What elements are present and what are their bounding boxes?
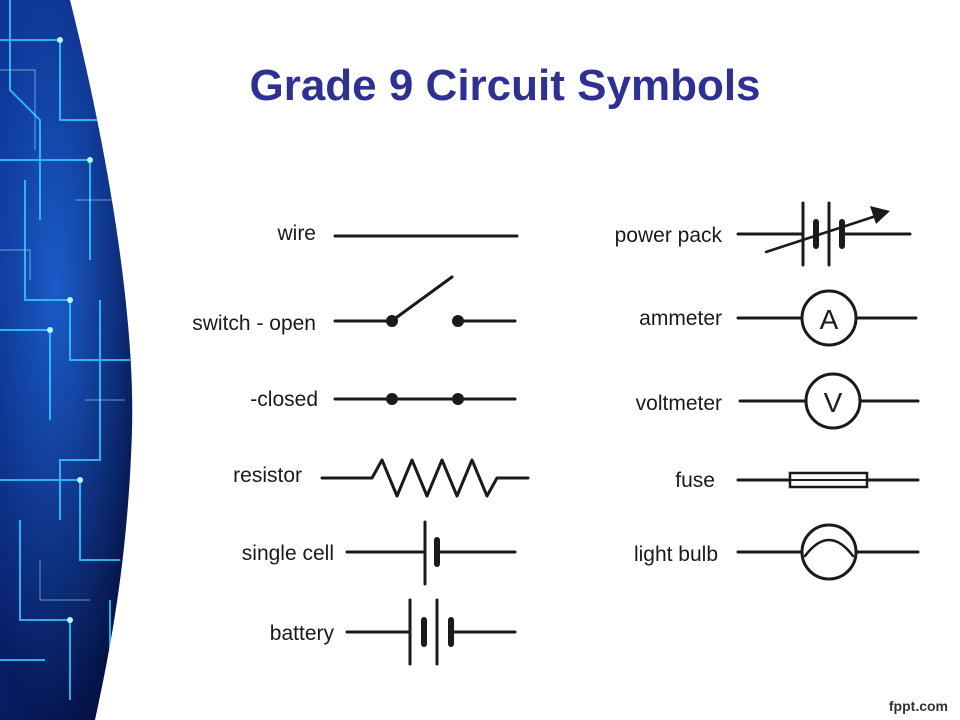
row-wire: wire [276, 222, 519, 245]
label-voltmeter: voltmeter [636, 392, 722, 415]
variable-arrow-head [870, 206, 890, 224]
fuse-symbol [736, 471, 920, 489]
label-single-cell: single cell [242, 542, 334, 565]
label-fuse: fuse [675, 469, 715, 492]
row-single-cell: single cell [242, 520, 517, 586]
ammeter-symbol [736, 289, 918, 347]
voltmeter-letter: V [824, 387, 843, 418]
slide-title: Grade 9 Circuit Symbols [249, 61, 761, 110]
single-cell-symbol [345, 520, 517, 586]
brand-watermark: fppt.com [888, 698, 948, 714]
label-switch-closed: -closed [250, 388, 318, 411]
row-battery: battery [270, 598, 517, 666]
switch-contact-dot [452, 315, 464, 327]
row-power-pack: power pack [615, 201, 912, 267]
label-light-bulb: light bulb [634, 543, 718, 566]
battery-symbol [345, 598, 517, 666]
row-fuse: fuse [675, 469, 920, 492]
switch-contact-dot [386, 393, 398, 405]
switch-open-symbol [333, 275, 517, 323]
label-ammeter: ammeter [639, 307, 722, 330]
light-bulb-symbol [736, 523, 920, 581]
label-wire: wire [276, 222, 316, 245]
ammeter-letter: A [820, 304, 839, 335]
row-ammeter: ammeter A [639, 289, 918, 347]
row-light-bulb: light bulb [634, 523, 920, 581]
label-resistor: resistor [233, 464, 302, 487]
power-pack-symbol [736, 201, 912, 267]
row-resistor: resistor [233, 458, 530, 498]
voltmeter-symbol [738, 372, 920, 430]
label-switch-open: switch - open [192, 312, 316, 335]
switch-contact-dot [452, 393, 464, 405]
switch-contact-dot [386, 315, 398, 327]
label-power-pack: power pack [615, 224, 723, 247]
resistor-symbol [320, 458, 530, 498]
label-battery: battery [270, 622, 335, 645]
row-switch-closed: -closed [250, 388, 517, 411]
row-voltmeter: voltmeter V [636, 372, 920, 430]
row-switch-open: switch - open [192, 275, 517, 335]
